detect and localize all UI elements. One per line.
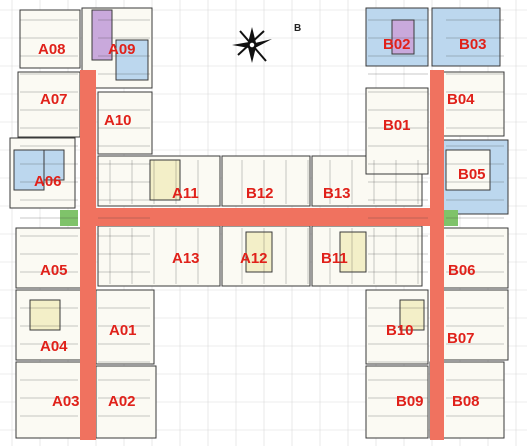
apartment-block (437, 289, 509, 361)
apartment-block (245, 231, 273, 273)
corridors (80, 70, 444, 440)
unit-label-b03: B03 (459, 36, 487, 53)
unit-label-b12: B12 (246, 185, 274, 202)
apartment-block (149, 159, 181, 201)
apartment-block (339, 231, 367, 273)
apartment-block (13, 149, 45, 191)
corridor (80, 70, 96, 440)
apartment-block (115, 39, 149, 81)
apartment-block (19, 9, 81, 69)
unit-label-b06: B06 (448, 262, 476, 279)
apartment-block (221, 155, 311, 207)
apartment-block (97, 91, 153, 155)
apartment-block (431, 7, 501, 67)
north-arrow-icon (232, 27, 272, 63)
apartment-block (15, 227, 85, 289)
unit-label-a03: A03 (52, 393, 80, 410)
apartment-block (29, 299, 61, 331)
unit-label-a12: A12 (240, 250, 268, 267)
apartment-block (43, 149, 65, 181)
apartment-block (445, 149, 491, 191)
apartment-block (17, 71, 81, 138)
apartment-block (365, 7, 429, 67)
unit-label-a10: A10 (104, 112, 132, 129)
corridor (80, 208, 444, 226)
unit-label-a05: A05 (40, 262, 68, 279)
unit-label-b01: B01 (383, 117, 411, 134)
apartment-blocks (9, 7, 509, 439)
apartment-block (91, 9, 113, 61)
apartment-block (97, 225, 221, 287)
unit-label-b11: B11 (321, 250, 348, 267)
unit-label-a02: A02 (108, 393, 136, 410)
unit-label-a06: A06 (34, 173, 62, 190)
interior-walls (20, 19, 504, 417)
unit-label-a11: A11 (172, 185, 199, 202)
unit-label-a09: A09 (108, 41, 136, 58)
unit-label-a01: A01 (109, 322, 137, 339)
unit-label-b08: B08 (452, 393, 480, 410)
unit-label-b07: B07 (447, 330, 475, 347)
unit-label-b02: B02 (383, 36, 411, 53)
unit-label-b13: B13 (323, 185, 351, 202)
corridor (430, 70, 444, 440)
apartment-block (437, 227, 509, 289)
unit-label-b09: B09 (396, 393, 424, 410)
apartment-block (95, 365, 157, 439)
compass-letter: B (294, 23, 302, 34)
unit-label-b04: B04 (447, 91, 475, 108)
apartment-block (365, 365, 429, 439)
apartment-block (365, 87, 429, 175)
unit-label-a08: A08 (38, 41, 66, 58)
apartment-block (399, 299, 425, 331)
unit-label-a13: A13 (172, 250, 200, 267)
unit-label-b05: B05 (458, 166, 486, 183)
unit-label-a07: A07 (40, 91, 68, 108)
unit-label-a04: A04 (40, 338, 68, 355)
unit-label-b10: B10 (386, 322, 414, 339)
